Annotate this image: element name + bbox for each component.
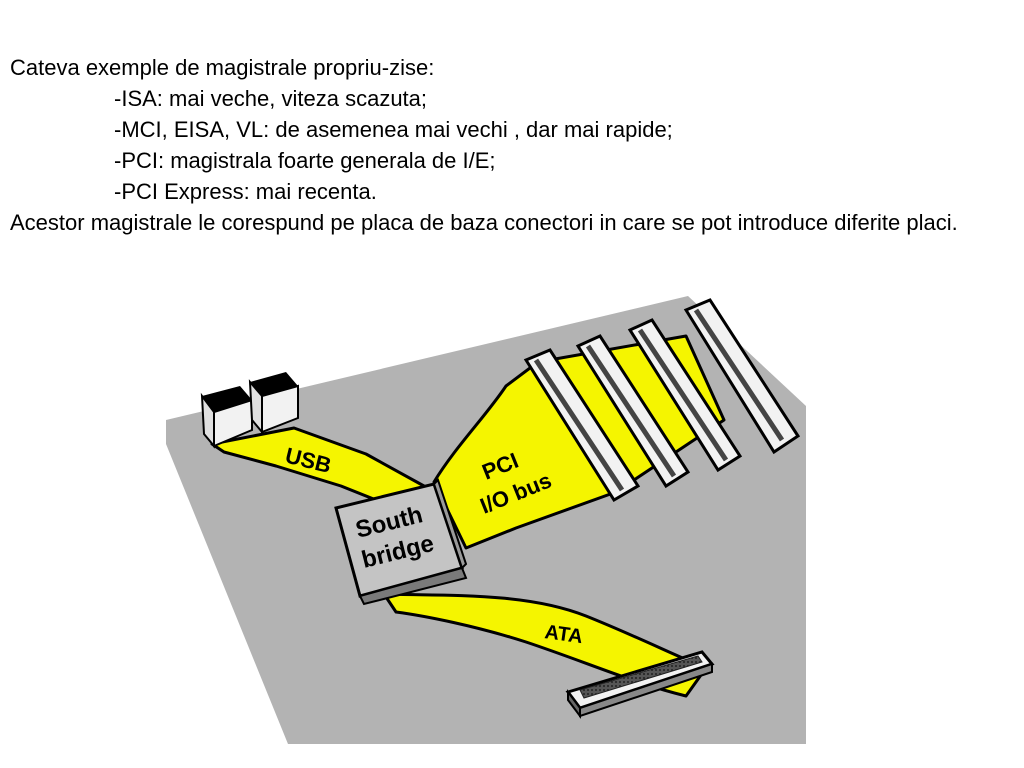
- ata-bus: [382, 592, 708, 698]
- pci-slot-3: [627, 318, 743, 473]
- bus-item-pci: -PCI: magistrala foarte generala de I/E;: [114, 148, 496, 173]
- intro-text: Cateva exemple de magistrale propriu-zis…: [10, 55, 435, 80]
- conclusion-text: Acestor magistrale le corespund pe placa…: [10, 210, 958, 235]
- bus-item-pci-express: -PCI Express: mai recenta.: [114, 179, 377, 204]
- bus-item-mci-eisa-vl: -MCI, EISA, VL: de asemenea mai vechi , …: [114, 117, 673, 142]
- southbridge-diagram: USB PCI I/O bus South bridge ATA: [166, 296, 806, 744]
- usb-connector-1: [200, 386, 253, 449]
- pci-slot-1: [523, 348, 641, 503]
- usb-connector-2: [248, 372, 299, 435]
- text-block: Cateva exemple de magistrale propriu-zis…: [10, 52, 1010, 238]
- pci-slot-2: [575, 334, 691, 489]
- south-bridge-chip: [334, 478, 468, 606]
- pci-slot-4: [683, 298, 801, 455]
- bus-item-isa: -ISA: mai veche, viteza scazuta;: [114, 86, 428, 111]
- ata-label: ATA: [543, 621, 584, 648]
- ata-connector: [565, 650, 715, 719]
